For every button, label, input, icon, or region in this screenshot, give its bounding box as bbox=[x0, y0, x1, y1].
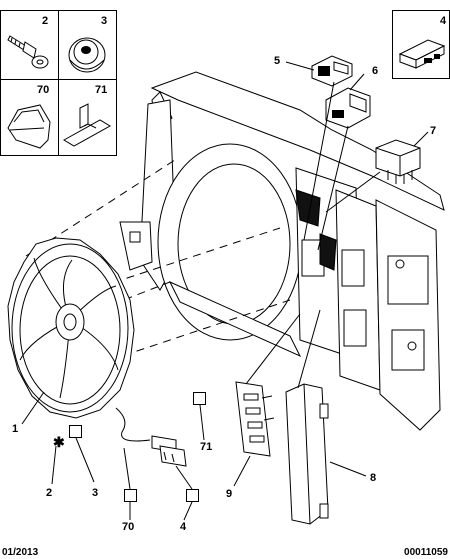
fan-support-frame bbox=[119, 71, 445, 431]
cooling-fan-assembly bbox=[7, 237, 151, 442]
callout-1: 1 bbox=[12, 423, 18, 435]
callout-6: 6 bbox=[372, 65, 378, 77]
cover-8-icon bbox=[285, 383, 329, 525]
footer-reference: 00011059 bbox=[404, 547, 448, 558]
callout-71: 71 bbox=[200, 441, 212, 453]
callout-4: 4 bbox=[180, 521, 187, 533]
relay-socket-6-icon bbox=[325, 87, 371, 129]
footer-date: 01/2013 bbox=[2, 547, 39, 558]
inset-label-70: 70 bbox=[37, 84, 49, 96]
callout-9: 9 bbox=[226, 488, 232, 500]
inset-label-71: 71 bbox=[95, 84, 107, 96]
inset-label-4: 4 bbox=[440, 15, 447, 27]
bolt-icon bbox=[7, 35, 49, 69]
marker-square-71 bbox=[193, 392, 206, 405]
marker-square-3 bbox=[69, 425, 82, 438]
cable-tie-icon bbox=[63, 103, 111, 147]
connector-housing-icon bbox=[398, 39, 446, 69]
marker-square-70 bbox=[124, 489, 137, 502]
star-marker-2: ✱ bbox=[53, 434, 65, 450]
resistor-5-icon bbox=[311, 55, 353, 87]
inset-label-3: 3 bbox=[101, 15, 107, 27]
callout-5: 5 bbox=[274, 55, 280, 67]
callout-8: 8 bbox=[370, 472, 376, 484]
callout-70: 70 bbox=[122, 521, 134, 533]
callout-2: 2 bbox=[46, 487, 52, 499]
fan-connector bbox=[151, 435, 187, 467]
bracket-9-icon bbox=[235, 381, 275, 457]
relay-7-icon bbox=[375, 139, 421, 184]
grommet-icon bbox=[68, 37, 106, 73]
callout-3: 3 bbox=[92, 487, 98, 499]
marker-square-4 bbox=[186, 489, 199, 502]
clip-icon bbox=[7, 104, 51, 149]
leader-lines bbox=[21, 61, 429, 521]
inset-label-2: 2 bbox=[42, 15, 48, 27]
callout-7: 7 bbox=[430, 125, 436, 137]
